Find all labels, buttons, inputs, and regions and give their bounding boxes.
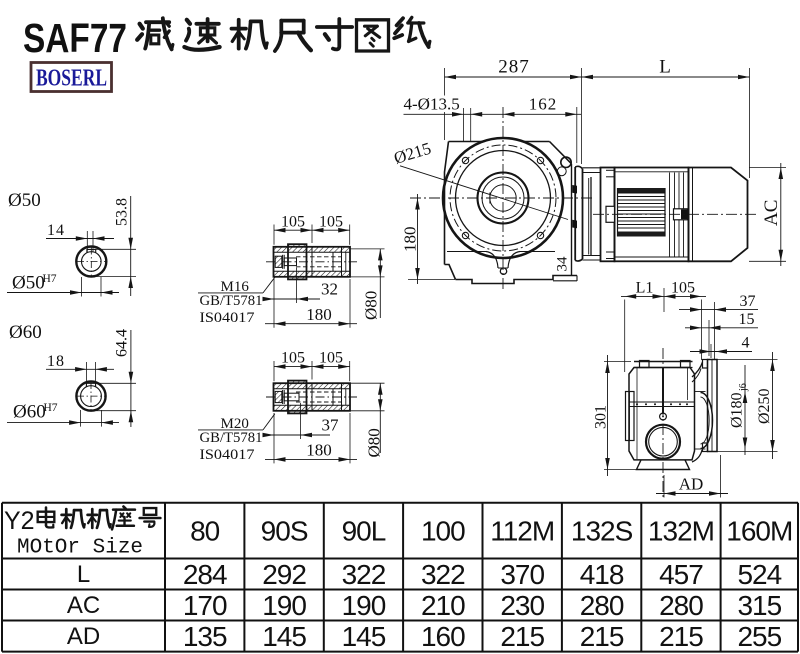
- svg-text:IS04017: IS04017: [200, 310, 256, 326]
- svg-text:IS04017: IS04017: [200, 447, 256, 463]
- svg-text:255: 255: [737, 621, 781, 652]
- svg-text:210: 210: [421, 590, 465, 621]
- svg-text:105: 105: [319, 350, 343, 367]
- svg-text:Ø80: Ø80: [365, 428, 384, 457]
- svg-text:215: 215: [500, 621, 544, 652]
- svg-text:14: 14: [47, 222, 65, 239]
- svg-text:105: 105: [281, 350, 305, 367]
- svg-text:Y2: Y2: [4, 507, 35, 535]
- svg-text:GB/T5781: GB/T5781: [200, 293, 263, 309]
- svg-text:105: 105: [281, 213, 305, 230]
- svg-text:Ø250: Ø250: [756, 388, 773, 424]
- svg-text:Ø50: Ø50: [12, 273, 45, 294]
- svg-text:37: 37: [740, 293, 756, 310]
- svg-text:315: 315: [737, 590, 781, 621]
- svg-text:215: 215: [659, 621, 703, 652]
- svg-text:215: 215: [580, 621, 624, 652]
- svg-text:34: 34: [555, 256, 571, 272]
- svg-text:132S: 132S: [571, 516, 633, 547]
- svg-text:230: 230: [500, 590, 544, 621]
- svg-text:Ø80: Ø80: [362, 291, 381, 320]
- svg-text:170: 170: [183, 590, 227, 621]
- svg-text:457: 457: [659, 559, 703, 590]
- svg-text:190: 190: [262, 590, 306, 621]
- svg-text:90L: 90L: [342, 516, 386, 547]
- svg-text:132M: 132M: [648, 516, 714, 547]
- svg-text:322: 322: [342, 559, 386, 590]
- svg-text:280: 280: [659, 590, 703, 621]
- svg-text:100: 100: [421, 516, 465, 547]
- svg-text:32: 32: [321, 280, 338, 299]
- svg-text:145: 145: [342, 621, 386, 652]
- svg-text:H7: H7: [44, 402, 58, 414]
- svg-text:Ø60: Ø60: [9, 322, 42, 343]
- svg-text:280: 280: [580, 590, 624, 621]
- svg-text:18: 18: [47, 353, 65, 370]
- svg-text:180: 180: [306, 441, 332, 460]
- svg-text:AD: AD: [67, 623, 100, 650]
- svg-text:Ø60: Ø60: [13, 402, 46, 423]
- svg-text:112M: 112M: [490, 516, 554, 547]
- svg-text:292: 292: [262, 559, 306, 590]
- svg-text:Ø50: Ø50: [8, 190, 41, 211]
- svg-text:135: 135: [183, 621, 227, 652]
- svg-text:15: 15: [739, 311, 755, 328]
- svg-text:370: 370: [500, 559, 544, 590]
- svg-text:418: 418: [580, 559, 624, 590]
- svg-text:L: L: [77, 561, 90, 588]
- svg-text:4-Ø13.5: 4-Ø13.5: [404, 95, 460, 114]
- svg-text:j6: j6: [738, 383, 749, 392]
- svg-text:AC: AC: [761, 200, 782, 226]
- svg-text:BOSERL: BOSERL: [36, 66, 107, 92]
- svg-text:322: 322: [421, 559, 465, 590]
- svg-text:524: 524: [737, 559, 781, 590]
- svg-text:37: 37: [322, 416, 340, 435]
- svg-text:H7: H7: [43, 273, 57, 285]
- svg-text:190: 190: [342, 590, 386, 621]
- svg-text:4: 4: [742, 335, 750, 352]
- svg-text:105: 105: [671, 280, 695, 297]
- svg-text:53.8: 53.8: [114, 198, 131, 226]
- svg-text:L1: L1: [636, 280, 654, 297]
- svg-text:180: 180: [306, 305, 332, 324]
- svg-text:AC: AC: [67, 592, 100, 619]
- svg-text:301: 301: [593, 405, 610, 429]
- svg-text:105: 105: [319, 213, 343, 230]
- svg-text:162: 162: [529, 95, 558, 114]
- svg-text:MOtOr Size: MOtOr Size: [17, 537, 143, 560]
- svg-text:287: 287: [498, 57, 530, 78]
- svg-text:145: 145: [262, 621, 306, 652]
- svg-text:64.4: 64.4: [114, 329, 131, 357]
- svg-text:M20: M20: [221, 416, 249, 432]
- svg-text:180: 180: [401, 227, 420, 253]
- svg-text:GB/T5781: GB/T5781: [200, 430, 263, 446]
- svg-text:90S: 90S: [261, 516, 308, 547]
- svg-text:80: 80: [190, 516, 220, 547]
- svg-text:M16: M16: [221, 279, 250, 295]
- svg-text:160M: 160M: [726, 516, 792, 547]
- svg-text:AD: AD: [679, 474, 704, 493]
- svg-text:Ø180: Ø180: [729, 392, 746, 428]
- svg-text:284: 284: [183, 559, 227, 590]
- svg-text:SAF77: SAF77: [23, 15, 127, 61]
- svg-text:160: 160: [421, 621, 465, 652]
- svg-text:L: L: [659, 57, 671, 78]
